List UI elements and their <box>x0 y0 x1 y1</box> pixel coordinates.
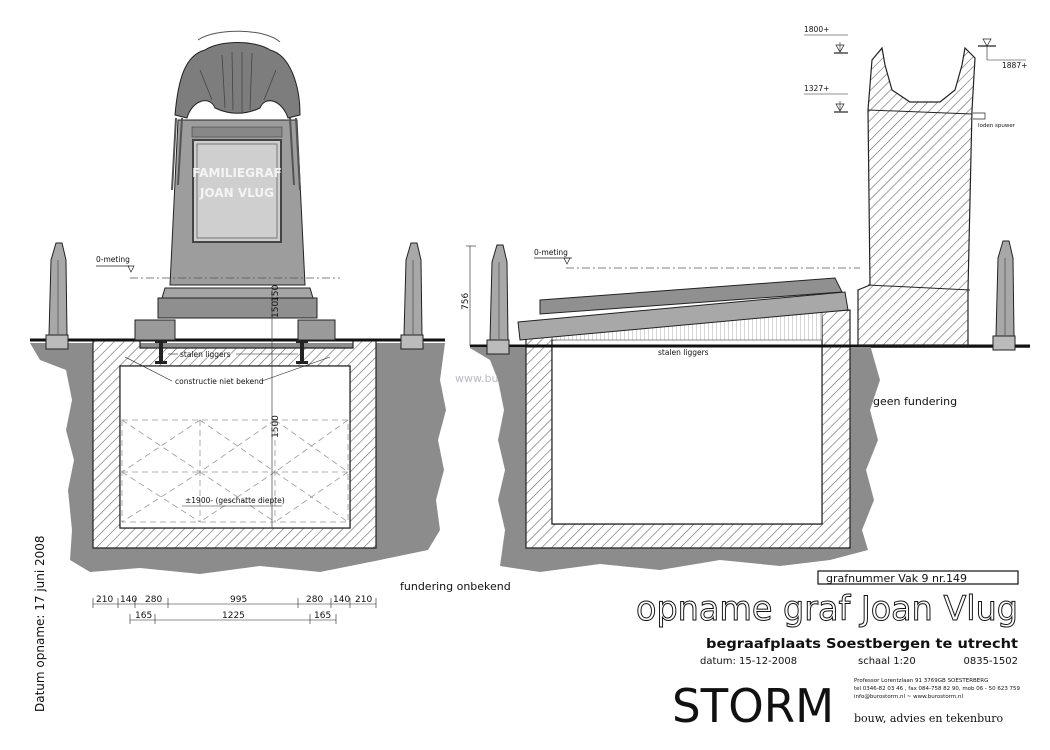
dim-vertical-150a: 150 <box>271 301 281 318</box>
dim-210-right: 210 <box>355 595 372 605</box>
post-left-2 <box>400 242 424 350</box>
slab-right-upper <box>539 277 843 315</box>
dim-210-left: 210 <box>96 595 113 605</box>
drape-folds <box>199 51 277 112</box>
depth-label: ±1900- (geschatte diepte) <box>185 496 285 505</box>
left-view: FAMILIEGRAF JOAN VLUG 0-meting 150 150 1… <box>30 30 555 593</box>
level-label-right: 0-meting <box>534 248 568 257</box>
survey-date-label: Datum opname: 17 juni 2008 <box>33 535 47 712</box>
drawing-date: datum: 15-12-2008 <box>700 656 797 667</box>
dim-165-left: 165 <box>135 611 152 621</box>
drawing-title: opname graf Joan Vlug <box>636 589 1018 629</box>
vault-dashed-pattern <box>121 419 349 523</box>
dim-280-left: 280 <box>145 595 162 605</box>
inscription-line-2: JOAN VLUG <box>199 186 274 200</box>
beams-label-right: stalen liggers <box>658 348 709 357</box>
post-right-2 <box>992 240 1016 351</box>
post-left-1 <box>45 242 69 350</box>
construction-label-left: constructie niet bekend <box>175 377 264 386</box>
steel-beam-1 <box>155 340 167 364</box>
drawing-code: 0835-1502 <box>963 656 1018 667</box>
dim-280-right: 280 <box>306 595 323 605</box>
dim-vertical-150b: 150 <box>271 285 281 302</box>
beams-label-left: stalen liggers <box>180 350 231 359</box>
monument-drape <box>174 42 301 119</box>
dim-1225: 1225 <box>222 611 245 621</box>
cover-slab-right <box>297 319 336 341</box>
level-1800: 1800+ <box>804 25 829 34</box>
company-address: Professor Lorentzlaan 91 3769GB SOESTERB… <box>854 678 988 684</box>
company-brand: STORM <box>672 679 834 733</box>
monument-side <box>857 46 976 346</box>
spouter-label: loden spuwer <box>978 123 1016 129</box>
dim-140-right: 140 <box>333 595 350 605</box>
monument-base <box>157 297 318 319</box>
cover-slab-left <box>134 319 176 341</box>
steel-beam-2 <box>296 340 308 364</box>
level-label-left: 0-meting <box>96 255 130 264</box>
level-1887: 1887+ <box>1002 61 1027 70</box>
company-contact: tel 0346-82 03 46 , fax 084-758 82 90, m… <box>854 686 1020 692</box>
dim-vertical-1500: 1500 <box>271 415 281 438</box>
vault-interior-left <box>119 365 351 529</box>
foundation-label-left: fundering onbekend <box>400 580 511 593</box>
drawing-subtitle: begraafplaats Soestbergen te utrecht <box>706 637 1018 652</box>
slab-right-lower <box>517 291 849 341</box>
foundation-label-right: geen fundering <box>873 395 957 408</box>
post-right-1 <box>486 244 510 355</box>
inscription-line-1: FAMILIEGRAF <box>192 166 281 180</box>
dimension-lines <box>92 598 377 624</box>
dim-995: 995 <box>230 595 247 605</box>
title-block: grafnummer Vak 9 nr.149 opname graf Joan… <box>636 570 1020 733</box>
dim-756: 756 <box>461 293 471 310</box>
grave-number: grafnummer Vak 9 nr.149 <box>826 572 967 585</box>
level-1327: 1327+ <box>804 84 829 93</box>
dim-140-left: 140 <box>120 595 137 605</box>
right-view: stalen liggers 756 0-meting 1800+ <box>461 25 1030 572</box>
drawing-scale: schaal 1:20 <box>858 656 916 667</box>
company-tagline: bouw, advies en tekenburo <box>854 712 1004 725</box>
dim-165-right: 165 <box>314 611 331 621</box>
company-web: info@burostorm.nl ~ www.burostorm.nl <box>854 694 963 700</box>
